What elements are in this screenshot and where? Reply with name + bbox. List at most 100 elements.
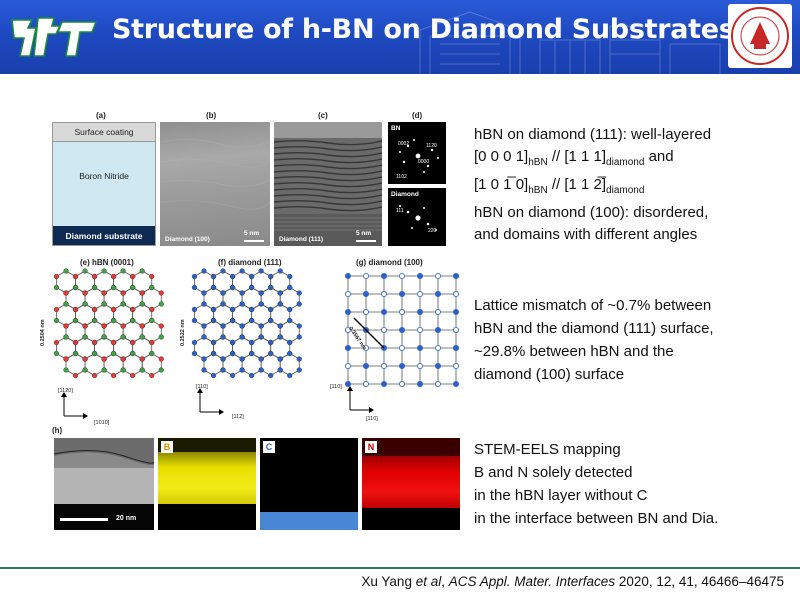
- lattice-atom: [417, 327, 424, 334]
- surface-coating-layer: Surface coating: [53, 123, 155, 142]
- text-line: ~29.8% between hBN and the: [474, 343, 674, 360]
- lattice-atom: [399, 363, 406, 370]
- lattice-bond: [122, 287, 143, 310]
- lattice-atom: [417, 290, 424, 297]
- diamond-substrate-layer: Diamond substrate: [53, 226, 155, 245]
- lattice-atom: [220, 367, 226, 373]
- lattice-atom: [344, 345, 351, 352]
- lattice-atom: [210, 350, 217, 357]
- lattice-atom: [191, 306, 198, 313]
- haadf-texture: [54, 438, 154, 530]
- lattice-atom: [72, 284, 79, 291]
- citation-details: 2020, 12, 41, 46466–46475: [615, 574, 784, 589]
- bn-spot-label: 1120: [426, 143, 437, 149]
- lattice-atom: [249, 372, 255, 379]
- lattice-atom: [210, 273, 217, 280]
- subscript-hbn: hBN: [528, 157, 548, 168]
- lattice-atom: [277, 290, 283, 296]
- lattice-atom: [249, 284, 255, 291]
- lattice-atom: [249, 350, 255, 357]
- lattice-atom: [158, 367, 164, 373]
- lattice-atom: [277, 323, 283, 329]
- panel-b-caption: Diamond (100): [165, 236, 210, 243]
- lattice-atom: [344, 327, 351, 334]
- lattice-atom: [130, 372, 136, 379]
- text-block-hbn-diamond: hBN on diamond (111): well-layered [0 0 …: [474, 124, 711, 246]
- lattice-atom: [120, 290, 126, 296]
- lattice-atom: [277, 301, 283, 307]
- axis-arrow-icon: [197, 388, 203, 393]
- lattice-atom: [287, 317, 293, 324]
- lattice-bond: [232, 270, 253, 294]
- lattice-bond: [122, 353, 143, 376]
- lattice-bond: [270, 303, 291, 327]
- lattice-atom: [435, 363, 442, 370]
- citation-author: Xu Yang: [361, 574, 416, 589]
- lattice-atom: [229, 273, 236, 280]
- lattice-atom: [191, 284, 198, 291]
- lattice-atom: [82, 290, 88, 296]
- and-word: and: [644, 148, 674, 165]
- lattice-bond: [260, 353, 281, 376]
- lattice-bond: [84, 287, 105, 310]
- lattice-atom: [72, 350, 79, 357]
- panel-b-label: (b): [206, 111, 217, 120]
- lattice-atom: [287, 350, 293, 357]
- lattice-atom: [435, 327, 442, 334]
- lattice-atom: [363, 345, 370, 352]
- lattice-bond: [222, 320, 243, 343]
- lattice-atom: [399, 327, 406, 334]
- lattice-atom: [201, 334, 207, 340]
- lattice-atom: [220, 290, 226, 296]
- lattice-bond: [94, 303, 115, 327]
- subscript-hbn: hBN: [528, 185, 548, 196]
- lattice-atom: [277, 367, 283, 373]
- diamond-diffraction-pattern: [399, 205, 437, 231]
- lattice-atom: [344, 273, 351, 279]
- lattice-atom: [229, 350, 236, 357]
- lattice-bond: [103, 353, 124, 376]
- lattice-atom: [258, 323, 264, 329]
- panel-e-label: (e) hBN (0001): [80, 258, 134, 267]
- lattice-atom: [210, 317, 217, 324]
- lattice-bond: [260, 320, 281, 343]
- lattice-atom: [249, 306, 255, 313]
- direction-diamond-1: [1 1 1]: [564, 148, 607, 165]
- panel-b-scalebar: [244, 240, 264, 242]
- text-line-orientation-2: [1 0 1̅ 0]hBN // [1 1 2̅]diamond: [474, 174, 711, 202]
- lattice-atom: [277, 268, 283, 274]
- eels-map-nitrogen-signal: [362, 456, 460, 508]
- lattice-bond: [279, 353, 300, 376]
- lattice-atom: [296, 290, 302, 296]
- lattice-bond: [251, 336, 272, 360]
- lattice-atom: [139, 334, 145, 340]
- eels-map-boron-badge: B: [161, 441, 173, 453]
- lattice-atom: [82, 301, 88, 307]
- lattice-atom: [399, 273, 406, 279]
- citation-comma: ,: [441, 574, 449, 589]
- lattice-atom: [91, 339, 98, 346]
- lattice-bond: [132, 270, 153, 294]
- lattice-atom: [239, 290, 245, 296]
- text-block-stem-eels: STEM-EELS mapping B and N solely detecte…: [474, 438, 718, 530]
- lattice-atom: [101, 334, 107, 340]
- panel-h-label: (h): [52, 426, 63, 435]
- panel-c-caption: Diamond (111): [279, 236, 324, 243]
- lattice-bond: [75, 336, 95, 360]
- lattice-atom: [82, 268, 88, 274]
- lattice-atom: [120, 334, 126, 340]
- lattice-bond: [75, 303, 95, 327]
- lattice-atom: [91, 317, 98, 324]
- diamond-111-dimension: 0.2522 nm: [180, 319, 186, 346]
- lattice-bond: [84, 320, 105, 343]
- panel-c-label: (c): [318, 111, 328, 120]
- lattice-atom: [363, 273, 370, 279]
- lattice-bond: [75, 270, 95, 294]
- lattice-atom: [277, 356, 283, 362]
- lattice-bond: [94, 270, 115, 294]
- bn-pattern-title: BN: [391, 125, 401, 132]
- lattice-atom: [287, 273, 293, 280]
- lattice-atom: [130, 284, 136, 291]
- axis-arrow-icon: [61, 392, 67, 397]
- lattice-atom: [229, 317, 236, 324]
